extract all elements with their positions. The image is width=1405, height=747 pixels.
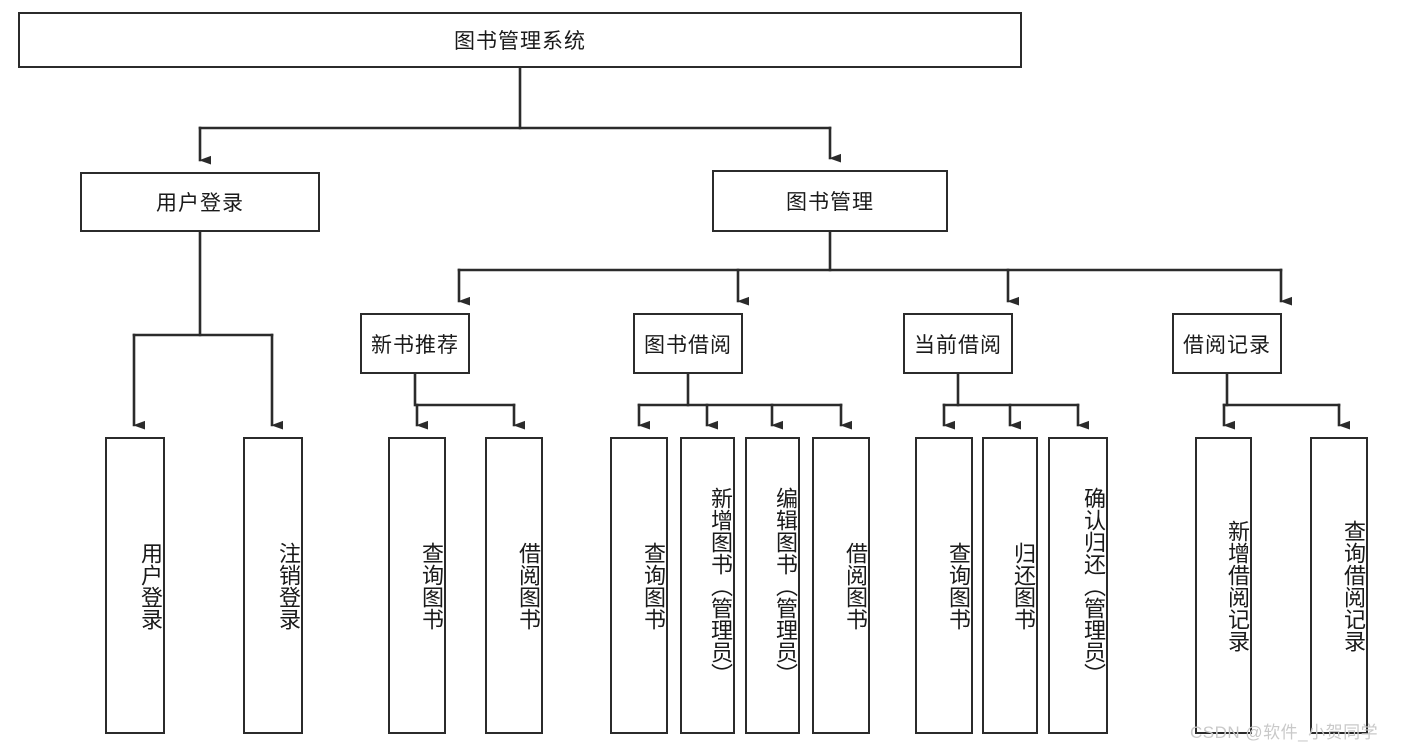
node-level1-user-login[interactable]: 用户登录	[80, 172, 320, 232]
node-level2-book-borrow[interactable]: 图书借阅	[633, 313, 743, 374]
node-leaf-borrow-book-recommend[interactable]: 借阅图书	[485, 437, 543, 734]
node-label: 借阅记录	[1183, 333, 1271, 357]
node-leaf-query-book-recommend[interactable]: 查询图书	[388, 437, 446, 734]
node-level2-current-borrow[interactable]: 当前借阅	[903, 313, 1013, 374]
node-label: 图书借阅	[644, 333, 732, 357]
node-label: 新增图书（管理员）	[708, 486, 733, 685]
node-leaf-logout[interactable]: 注销登录	[243, 437, 303, 734]
node-label: 新书推荐	[371, 333, 459, 357]
node-leaf-add-book-admin[interactable]: 新增图书（管理员）	[680, 437, 735, 734]
node-label: 查询图书	[946, 541, 971, 630]
node-label: 查询借阅记录	[1341, 519, 1366, 652]
node-label: 图书管理	[786, 191, 874, 214]
node-label: 确认归还（管理员）	[1081, 486, 1106, 685]
node-leaf-query-borrow-record[interactable]: 查询借阅记录	[1310, 437, 1368, 734]
node-label: 新增借阅记录	[1225, 519, 1250, 652]
node-label: 查询图书	[641, 541, 666, 630]
node-label: 当前借阅	[914, 333, 1002, 357]
node-leaf-user-login[interactable]: 用户登录	[105, 437, 165, 734]
node-label: 用户登录	[156, 192, 244, 215]
node-leaf-edit-book-admin[interactable]: 编辑图书（管理员）	[745, 437, 800, 734]
node-label: 借阅图书	[843, 541, 868, 630]
node-level1-book-management[interactable]: 图书管理	[712, 170, 948, 232]
node-leaf-query-book-borrow[interactable]: 查询图书	[610, 437, 668, 734]
node-label: 查询图书	[419, 541, 444, 630]
node-leaf-add-borrow-record[interactable]: 新增借阅记录	[1195, 437, 1252, 734]
node-root[interactable]: 图书管理系统	[18, 12, 1022, 68]
node-label: 注销登录	[276, 541, 301, 630]
node-label: 借阅图书	[516, 541, 541, 630]
node-leaf-query-book-current[interactable]: 查询图书	[915, 437, 973, 734]
node-label: 用户登录	[138, 541, 163, 630]
node-label: 图书管理系统	[454, 30, 586, 53]
node-leaf-return-book[interactable]: 归还图书	[982, 437, 1038, 734]
node-label: 归还图书	[1011, 541, 1036, 630]
node-leaf-borrow-book[interactable]: 借阅图书	[812, 437, 870, 734]
node-leaf-confirm-return-admin[interactable]: 确认归还（管理员）	[1048, 437, 1108, 734]
node-level2-new-book-recommend[interactable]: 新书推荐	[360, 313, 470, 374]
node-label: 编辑图书（管理员）	[773, 486, 798, 685]
node-level2-borrow-record[interactable]: 借阅记录	[1172, 313, 1282, 374]
